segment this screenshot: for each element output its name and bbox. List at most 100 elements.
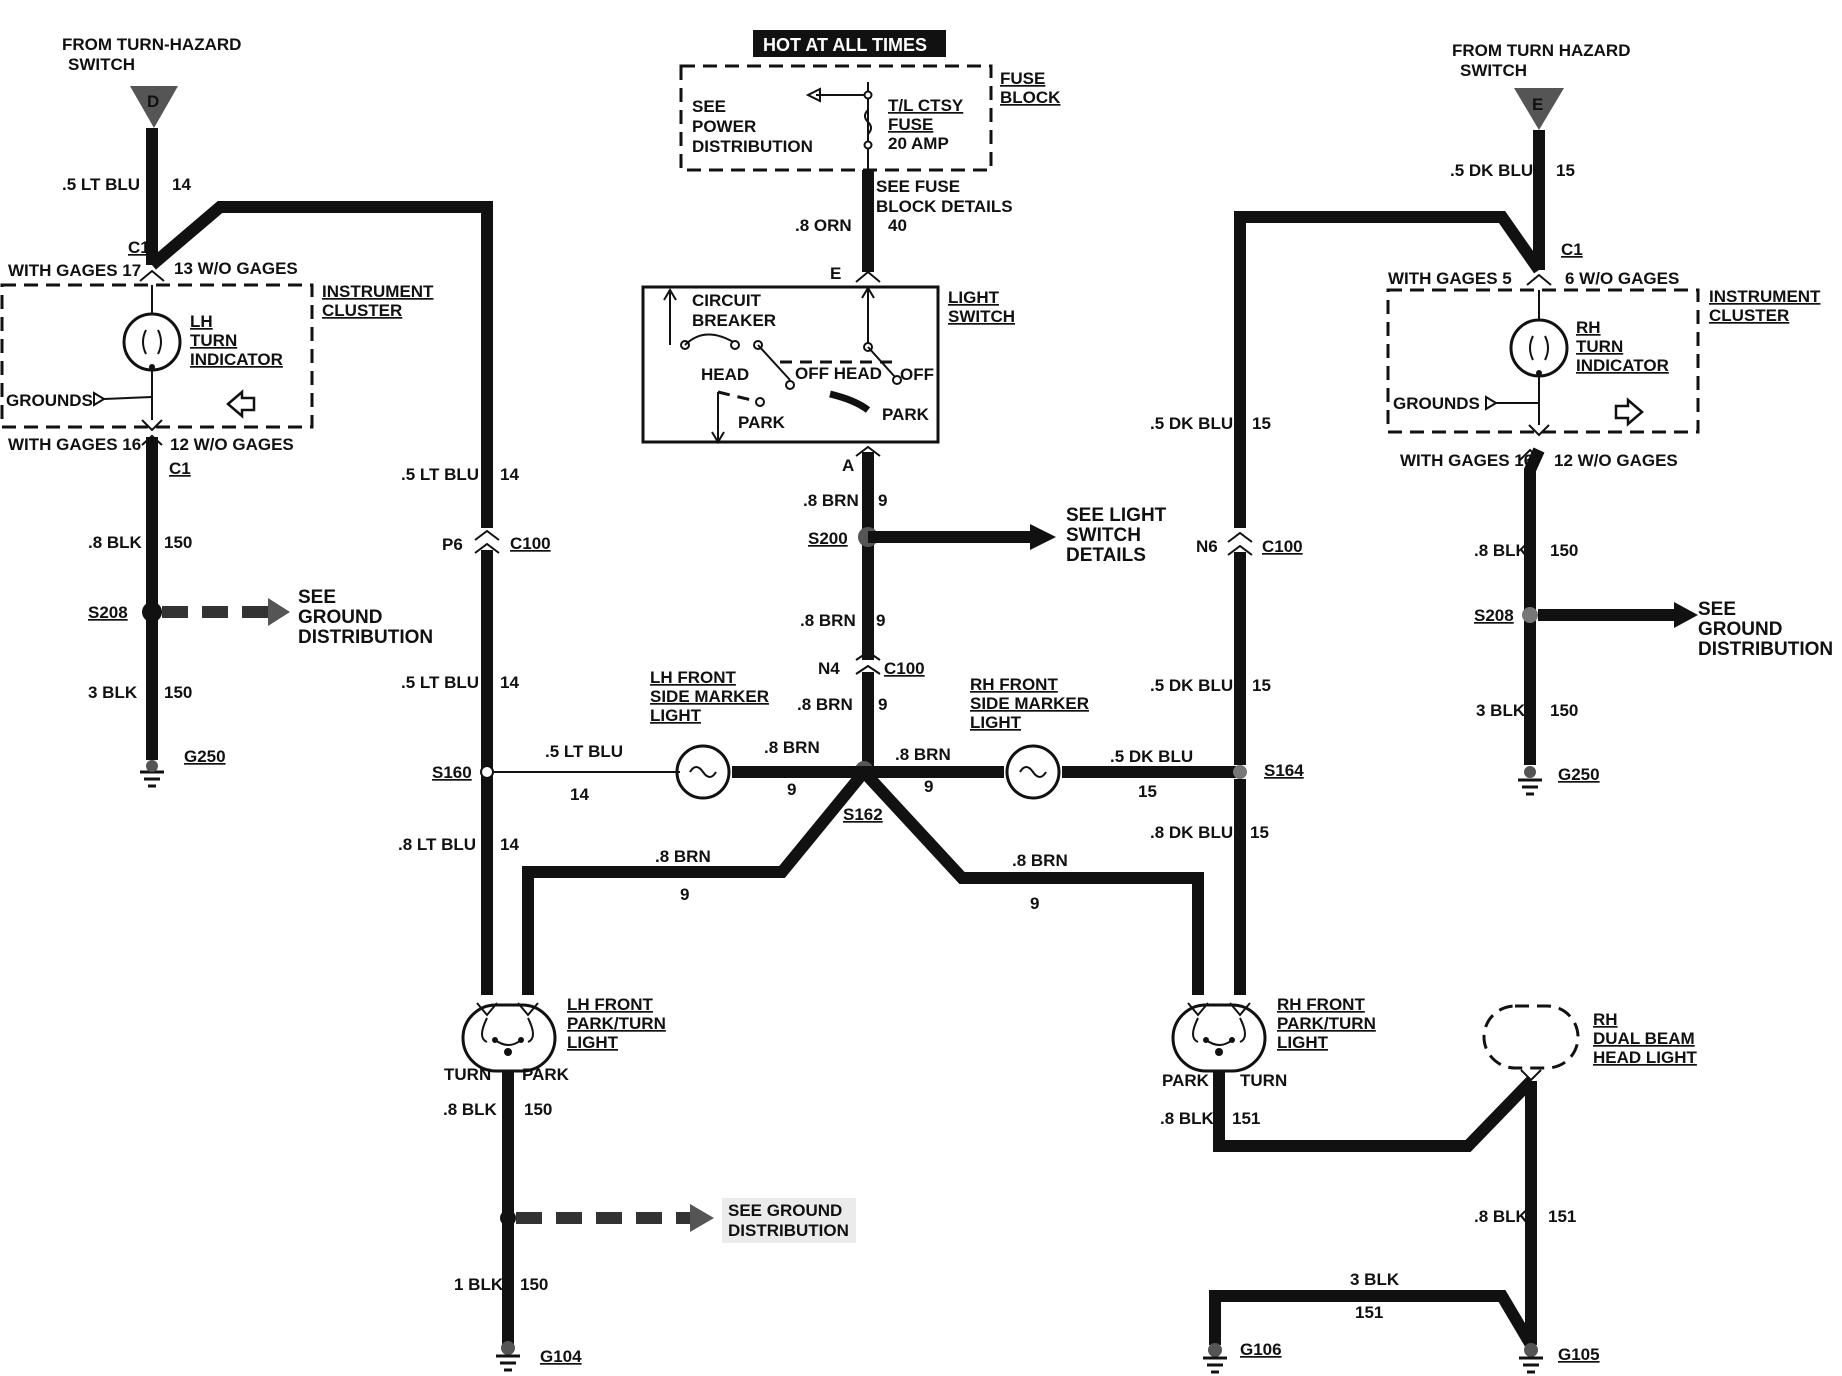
label-left-circ-14-r2: 14 bbox=[500, 673, 519, 692]
label-right-rh-head-3: HEAD LIGHT bbox=[1593, 1048, 1698, 1067]
label-light-switch-park: PARK bbox=[738, 413, 786, 432]
label-fuse-fuse-block-2: BLOCK bbox=[1000, 88, 1061, 107]
label-left-c1-top: C1 bbox=[128, 238, 150, 257]
label-left-c1-bot: C1 bbox=[169, 459, 191, 478]
label-right-rh-turn-2: TURN bbox=[1576, 337, 1623, 356]
label-right-grounds: GROUNDS bbox=[1393, 394, 1480, 413]
label-left-wire-blk: .8 BLK bbox=[88, 533, 143, 552]
label-light-switch-circuit-breaker-2: BREAKER bbox=[692, 311, 776, 330]
label-left-circ-150-1: 150 bbox=[520, 1275, 548, 1294]
label-left-with-gages-17: WITH GAGES 17 bbox=[8, 261, 141, 280]
label-center-c100: C100 bbox=[884, 659, 925, 678]
label-center-wire-brn-2: .8 BRN bbox=[800, 611, 856, 630]
label-left-see-ground-2: GROUND bbox=[298, 607, 382, 628]
label-right-turn: TURN bbox=[1240, 1071, 1287, 1090]
label-left-with-gages-16: WITH GAGES 16 bbox=[8, 435, 141, 454]
label-center-s200: S200 bbox=[808, 529, 848, 548]
label-left-wire-lt-blu-8: .8 LT BLU bbox=[398, 835, 476, 854]
label-right-see-ground: SEE bbox=[1698, 599, 1736, 620]
label-right-wo-gages-12: 12 W/O GAGES bbox=[1554, 451, 1678, 470]
label-left-turn: TURN bbox=[444, 1065, 491, 1084]
label-left-circ-150: 150 bbox=[164, 533, 192, 552]
label-center-circ-9-lm: 9 bbox=[787, 780, 796, 799]
label-right-with-gages-5: WITH GAGES 5 bbox=[1388, 269, 1512, 288]
label-right-circ-15-l2: 15 bbox=[1252, 676, 1271, 695]
rh-dual-beam-headlight: RH DUAL BEAM HEAD LIGHT bbox=[1482, 1004, 1698, 1082]
label-center-rh-marker-3: LIGHT bbox=[970, 713, 1022, 732]
label-center-see-ls-details-2: SWITCH bbox=[1066, 525, 1141, 546]
label-right-circ-150: 150 bbox=[1550, 541, 1578, 560]
label-left-wire-1blk: 1 BLK bbox=[454, 1275, 504, 1294]
label-left-instrument-cluster: INSTRUMENT bbox=[322, 282, 434, 301]
left-arrow-icon bbox=[226, 389, 256, 419]
label-right-wire-blk: .8 BLK bbox=[1474, 541, 1529, 560]
label-left-s160: S160 bbox=[432, 763, 472, 782]
label-left-see-ground: SEE bbox=[298, 587, 336, 608]
label-right-wo-gages-6: 6 W/O GAGES bbox=[1565, 269, 1679, 288]
label-left-lh-park-turn-2: PARK/TURN bbox=[567, 1014, 666, 1033]
label-right-g106: G106 bbox=[1240, 1340, 1282, 1359]
s160-splice bbox=[480, 765, 494, 779]
s208-splice-right bbox=[1522, 607, 1538, 623]
g106-ground bbox=[1203, 1343, 1227, 1374]
label-center-lh-marker-2: SIDE MARKER bbox=[650, 687, 769, 706]
label-left-grounds: GROUNDS bbox=[6, 391, 93, 410]
label-left-from-switch: FROM TURN-HAZARD bbox=[62, 35, 241, 54]
label-left-connector: D bbox=[147, 92, 159, 111]
label-title-hot-at-all-times: HOT AT ALL TIMES bbox=[763, 35, 927, 55]
label-center-s162: S162 bbox=[843, 805, 883, 824]
label-light-switch-circuit-breaker: CIRCUIT bbox=[692, 291, 762, 310]
rh-front-park-turn-light: RH FRONT PARK/TURN LIGHT bbox=[1171, 995, 1376, 1073]
right-arrow-icon bbox=[1614, 397, 1644, 427]
label-right-with-gages-16: WITH GAGES 16 bbox=[1400, 451, 1533, 470]
label-right-from-switch: FROM TURN HAZARD bbox=[1452, 41, 1630, 60]
label-left-instrument-cluster-2: CLUSTER bbox=[322, 301, 402, 320]
label-center-lh-marker: LH FRONT bbox=[650, 668, 737, 687]
label-right-circ-151: 151 bbox=[1232, 1109, 1260, 1128]
label-right-circ-top: 15 bbox=[1556, 161, 1575, 180]
label-right-rh-park-turn-2: PARK/TURN bbox=[1277, 1014, 1376, 1033]
lh-instrument-cluster: INSTRUMENT CLUSTER LH TURN INDICATOR GRO… bbox=[0, 282, 434, 429]
label-center-circ-9-rp: 9 bbox=[1030, 894, 1039, 913]
label-fuse-wire: .8 ORN bbox=[795, 216, 852, 235]
label-fuse-see-fuse-details: SEE FUSE bbox=[876, 177, 960, 196]
rh-side-marker-light: RH FRONT SIDE MARKER LIGHT bbox=[970, 675, 1089, 800]
label-left-circ-14-r: 14 bbox=[500, 465, 519, 484]
label-center-circ-9-lp: 9 bbox=[680, 885, 689, 904]
label-left-p6: P6 bbox=[442, 535, 463, 554]
label-left-lh-park-turn-3: LIGHT bbox=[567, 1033, 619, 1052]
hot-at-all-times-banner: HOT AT ALL TIMES bbox=[753, 30, 946, 57]
label-right-circ-15-l: 15 bbox=[1252, 414, 1271, 433]
label-light-switch-off-head: OFF HEAD bbox=[795, 364, 882, 383]
label-right-wire-blk-8: .8 BLK bbox=[1160, 1109, 1215, 1128]
label-center-circ-9-2: 9 bbox=[876, 611, 885, 630]
label-center-wire-brn-1: .8 BRN bbox=[803, 491, 859, 510]
label-center-wire-brn-rp: .8 BRN bbox=[1012, 851, 1068, 870]
label-right-rh-turn: RH bbox=[1576, 318, 1601, 337]
label-fuse-circuit: 40 bbox=[888, 216, 907, 235]
label-light-switch-off: OFF bbox=[900, 365, 934, 384]
fuse-block: SEE POWER DISTRIBUTION T/L CTSY FUSE 20 … bbox=[679, 64, 1061, 172]
label-right-n6: N6 bbox=[1196, 537, 1218, 556]
label-right-circ-150-b: 150 bbox=[1550, 701, 1578, 720]
label-left-see-ground-b-2: DISTRIBUTION bbox=[728, 1221, 849, 1240]
label-right-s208: S208 bbox=[1474, 606, 1514, 625]
label-right-wire-blk-151: .8 BLK bbox=[1474, 1207, 1529, 1226]
label-left-lh-park-turn: LH FRONT bbox=[567, 995, 654, 1014]
label-center-wire-brn-lm: .8 BRN bbox=[764, 738, 820, 757]
label-fuse-see-power-2: POWER bbox=[692, 117, 756, 136]
label-center-wire-brn-rm: .8 BRN bbox=[895, 745, 951, 764]
label-center-see-ls-details: SEE LIGHT bbox=[1066, 505, 1167, 526]
label-light-switch-head: HEAD bbox=[701, 365, 749, 384]
label-right-wire-3blk-151: 3 BLK bbox=[1350, 1270, 1400, 1289]
label-left-circ-150-8: 150 bbox=[524, 1100, 552, 1119]
label-right-rh-park-turn-3: LIGHT bbox=[1277, 1033, 1329, 1052]
label-right-wire-3blk: 3 BLK bbox=[1476, 701, 1526, 720]
connector-e bbox=[1514, 88, 1564, 130]
label-left-g250: G250 bbox=[184, 747, 226, 766]
label-right-connector: E bbox=[1532, 95, 1543, 114]
label-center-wire-brn-lp: .8 BRN bbox=[655, 847, 711, 866]
label-left-wire-3blk: 3 BLK bbox=[88, 683, 138, 702]
light-switch: CIRCUIT BREAKER HEAD OFF HEAD OFF PARK P… bbox=[641, 285, 1015, 444]
